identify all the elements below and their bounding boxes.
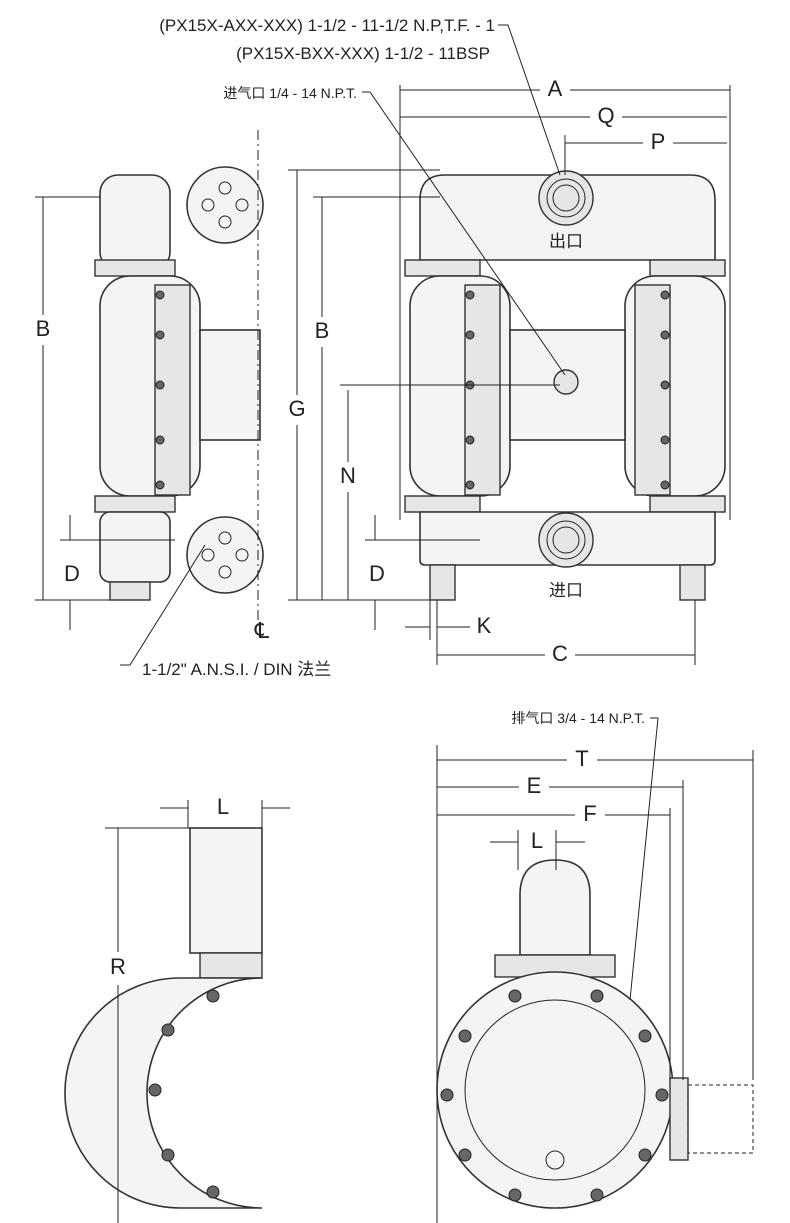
outlet-label: 出口	[549, 232, 583, 251]
left-foot	[429, 564, 456, 601]
front-chamber	[436, 971, 674, 1209]
dim-L-side: L	[217, 794, 229, 819]
side-foot	[109, 581, 151, 601]
dim-D-side: D	[64, 561, 80, 586]
dim-K: K	[477, 613, 492, 638]
exhaust-note: 排气口 3/4 - 14 N.P.T.	[511, 710, 645, 726]
right-foot	[679, 564, 706, 601]
air-inlet-note: 进气口 1/4 - 14 N.P.T.	[223, 85, 357, 101]
air-inlet-port	[553, 369, 579, 395]
dim-F: F	[583, 801, 596, 826]
muffler-nut	[669, 1077, 689, 1161]
side-diaphragm-cover	[154, 284, 191, 496]
dim-G: G	[288, 396, 305, 421]
top-cap	[519, 859, 591, 956]
inlet-label: 进口	[549, 581, 583, 600]
bottom-left-view	[64, 827, 263, 1209]
dim-L-front: L	[531, 828, 543, 853]
dim-B-front: B	[315, 318, 330, 343]
dim-T: T	[575, 746, 588, 771]
side-clamp-top	[94, 259, 176, 277]
bottom-right-view	[436, 859, 754, 1209]
outlet-thread-note-a: (PX15X-AXX-XXX) 1-1/2 - 11-1/2 N.P,T.F. …	[159, 16, 495, 35]
outlet-thread-note-b: (PX15X-BXX-XXX) 1-1/2 - 11BSP	[236, 44, 490, 63]
dim-P: P	[651, 129, 666, 154]
dim-D-front: D	[369, 561, 385, 586]
bottom-flange	[186, 516, 264, 594]
dimension-lines	[35, 24, 754, 1223]
flange-note: 1-1/2" A.N.S.I. / DIN 法兰	[142, 660, 331, 679]
centerline-symbol: ℄	[254, 618, 270, 643]
dim-R: R	[110, 954, 126, 979]
top-flange	[186, 166, 264, 244]
dim-B-side: B	[36, 316, 51, 341]
side-center-section	[199, 329, 261, 441]
muffler	[687, 1084, 754, 1154]
side-clamp-bottom	[94, 495, 176, 513]
side-manifold-lower	[189, 827, 263, 954]
side-view: ℄	[94, 130, 270, 643]
dim-E: E	[527, 773, 542, 798]
dim-A: A	[548, 76, 563, 101]
side-outlet-manifold	[99, 174, 171, 271]
labels: (PX15X-AXX-XXX) 1-1/2 - 11-1/2 N.P,T.F. …	[36, 16, 666, 979]
dim-N: N	[340, 463, 356, 488]
dim-C: C	[552, 641, 568, 666]
side-inlet-manifold	[99, 511, 171, 583]
side-chamber-lower	[64, 977, 263, 1209]
front-view: 出口 进口	[404, 170, 726, 601]
dim-Q: Q	[597, 103, 614, 128]
